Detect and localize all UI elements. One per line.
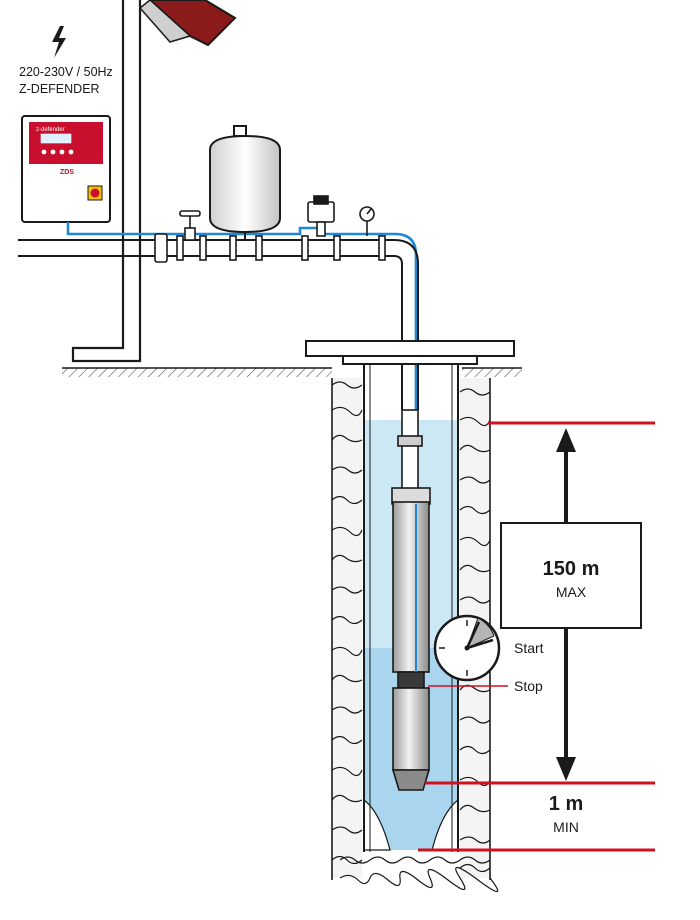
pressure-switch bbox=[307, 195, 335, 237]
gravel-wall-left bbox=[331, 378, 363, 880]
clock-icon bbox=[433, 614, 501, 682]
main-switch-knob bbox=[90, 188, 100, 198]
power-supply: 220-230V / 50Hz Z-DEFENDER bbox=[19, 26, 113, 96]
gravel-bottom bbox=[339, 856, 499, 893]
panel-lcd bbox=[40, 133, 72, 144]
well-head-cap bbox=[305, 340, 515, 365]
house-wall bbox=[71, 0, 142, 363]
roof-eave bbox=[138, 0, 237, 47]
panel-brand: z-defender bbox=[36, 127, 65, 133]
panel-button bbox=[50, 149, 56, 155]
pressure-gauge bbox=[359, 206, 375, 236]
panel-button bbox=[68, 149, 74, 155]
panel-button bbox=[59, 149, 65, 155]
ground-surface bbox=[62, 367, 522, 377]
riser-pipe bbox=[397, 409, 423, 491]
max-depth-box: 150 m MAX bbox=[500, 522, 642, 629]
controller-panel: z-defender ZDS bbox=[21, 115, 111, 223]
lightning-icon bbox=[52, 26, 66, 58]
pipe-fittings bbox=[154, 233, 386, 263]
min-depth-caption: MIN bbox=[553, 819, 579, 835]
min-depth-value: 1 m bbox=[549, 793, 583, 815]
start-label: Start bbox=[514, 640, 544, 656]
stop-label: Stop bbox=[514, 678, 543, 694]
submersible-pump bbox=[391, 487, 431, 791]
min-depth-label: 1 m MIN bbox=[540, 788, 590, 838]
shutoff-valve bbox=[179, 210, 201, 241]
panel-button bbox=[41, 149, 47, 155]
max-depth-value: 150 m bbox=[543, 558, 600, 580]
timer-labels: Start Stop bbox=[428, 640, 544, 694]
panel-logo: ZDS bbox=[60, 169, 74, 176]
controller-name-label: Z-DEFENDER bbox=[19, 82, 100, 96]
limit-lines bbox=[418, 421, 655, 852]
pressure-tank bbox=[209, 125, 281, 240]
max-depth-caption: MAX bbox=[556, 584, 587, 600]
voltage-label: 220-230V / 50Hz bbox=[19, 65, 113, 79]
